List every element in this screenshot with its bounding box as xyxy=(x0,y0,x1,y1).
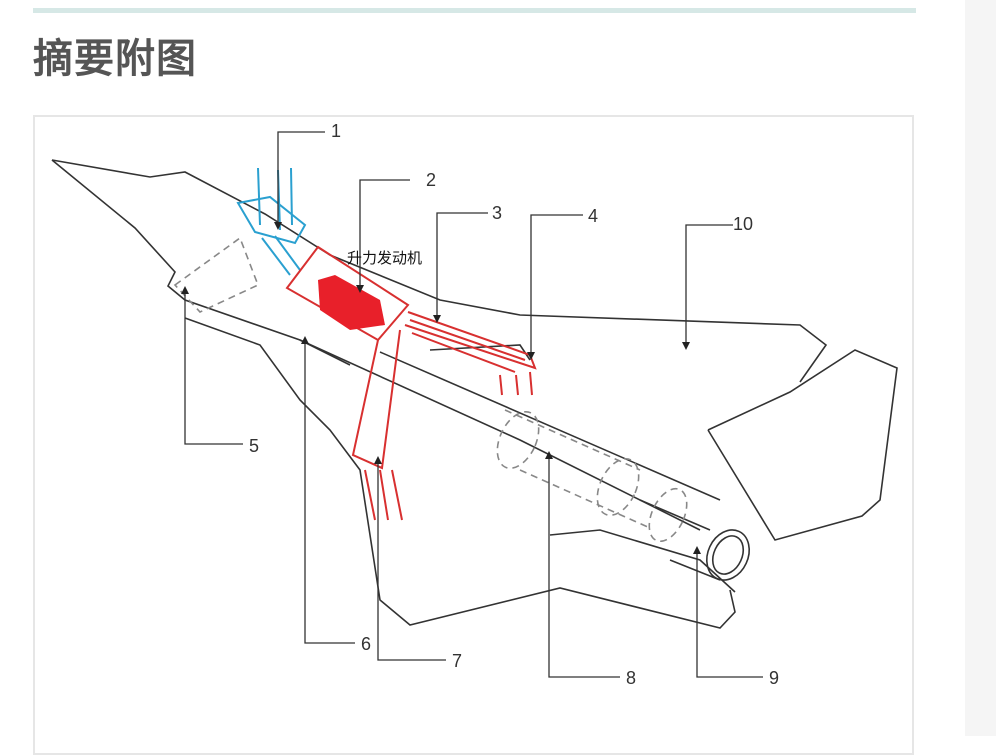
aircraft-figure: 升力发动机 1 2 3 4 5 6 7 8 9 10 xyxy=(51,121,898,688)
label-6: 6 xyxy=(361,634,371,654)
lift-engine-fill xyxy=(318,275,385,330)
arrow-icons xyxy=(181,222,701,554)
aircraft-outline xyxy=(51,159,898,629)
label-4: 4 xyxy=(588,206,598,226)
label-7: 7 xyxy=(452,651,462,671)
side-panel xyxy=(965,0,996,736)
label-3: 3 xyxy=(492,203,502,223)
label-9: 9 xyxy=(769,668,779,688)
label-1: 1 xyxy=(331,121,341,141)
label-5: 5 xyxy=(249,436,259,456)
label-8: 8 xyxy=(626,668,636,688)
leader-lines xyxy=(184,131,763,678)
lift-engine-annotation: 升力发动机 xyxy=(347,249,422,267)
page-title: 摘要附图 xyxy=(33,36,197,82)
label-2: 2 xyxy=(426,170,436,190)
top-divider xyxy=(33,8,916,13)
label-10: 10 xyxy=(733,214,753,234)
